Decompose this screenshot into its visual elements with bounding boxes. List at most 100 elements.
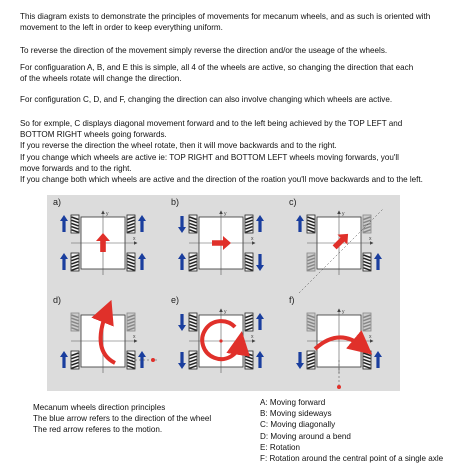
wheel-roller (363, 267, 371, 272)
wheel-roller (307, 260, 315, 265)
blue-arrow-up-icon (374, 253, 382, 270)
wheel-roller (71, 355, 79, 360)
wheel-roller (245, 267, 253, 272)
wheel-roller (363, 317, 371, 322)
config-abe-line: For configuaration A, B, and E this is s… (20, 63, 414, 72)
legend-item: C: Moving diagonally (260, 420, 336, 430)
wheel-body (70, 312, 80, 332)
wheel-roller (245, 225, 253, 230)
config-cdf-line: For configuration C, D, and F, changing … (20, 95, 393, 104)
intro-line: movement to the left in order to keep ev… (20, 23, 223, 33)
wheel-roller (71, 263, 79, 268)
wheel-roller (127, 222, 135, 227)
wheel-roller (307, 317, 315, 322)
wheel-roller (245, 254, 253, 259)
wheel-roller (363, 355, 371, 360)
wheel-roller (245, 358, 253, 363)
wheel-roller (127, 361, 135, 366)
wheel-roller (71, 361, 79, 366)
wheel-roller (189, 317, 197, 322)
example-line: If you change which wheels are active ie… (20, 152, 399, 162)
wheel-roller (189, 361, 197, 366)
wheel-roller (245, 317, 253, 322)
wheel-roller (307, 327, 315, 332)
blue-arrow-up-icon (138, 351, 146, 368)
wheel-roller (189, 219, 197, 224)
mecanum-wheel (362, 350, 372, 370)
wheel-roller (245, 260, 253, 265)
wheel-roller (71, 222, 79, 227)
wheel-roller (245, 219, 253, 224)
mecanum-wheel (188, 214, 198, 234)
wheel-roller (189, 225, 197, 230)
wheel-roller (245, 216, 253, 221)
wheel-roller (71, 225, 79, 230)
y-axis-label: y (342, 211, 345, 217)
mecanum-wheel (362, 312, 372, 332)
wheel-roller (363, 229, 371, 234)
wheel-roller (307, 365, 315, 370)
panel-c: c)xy (289, 197, 384, 294)
mecanum-diagram: a)xyb)xyc)xyd)xye)xyf)xy (47, 195, 400, 391)
wheel-roller (71, 216, 79, 221)
wheel-roller (127, 355, 135, 360)
mecanum-wheel (126, 312, 136, 332)
config-abe-line: of the wheels rotate will change the dir… (20, 74, 182, 84)
red-motion-arrow (96, 233, 110, 252)
wheel-roller (363, 365, 371, 370)
wheel-roller (71, 365, 79, 370)
y-axis-label: y (342, 309, 345, 315)
mecanum-wheel (244, 252, 254, 272)
example-line: BOTTOM RIGHT wheels going forwards. (20, 130, 167, 140)
wheel-roller (71, 352, 79, 357)
red-arrow-shape (96, 233, 110, 252)
config-cdf-paragraph: For configuration C, D, and F, changing … (20, 94, 464, 105)
wheel-roller (189, 257, 197, 262)
reverse-paragraph: To reverse the direction of the movement… (20, 45, 464, 56)
panel-label: c) (289, 197, 297, 207)
wheel-roller (245, 222, 253, 227)
wheel-roller (307, 320, 315, 325)
wheel-roller (127, 229, 135, 234)
panel-label: f) (289, 295, 295, 305)
wheel-roller (189, 365, 197, 370)
wheel-roller (71, 257, 79, 262)
red-arrow-shape (212, 236, 231, 250)
mecanum-wheel (306, 214, 316, 234)
panel-label: d) (53, 295, 61, 305)
config-abe-paragraph: For configuaration A, B, and E this is s… (20, 62, 464, 84)
wheel-roller (71, 320, 79, 325)
blue-arrow-up-icon (178, 253, 186, 270)
legend-item: F: Rotation around the central point of … (260, 454, 444, 464)
panel-label: a) (53, 197, 61, 207)
legend-item: B: Moving sideways (260, 409, 332, 419)
mecanum-wheel (126, 252, 136, 272)
wheel-roller (189, 355, 197, 360)
wheel-roller (71, 254, 79, 259)
wheel-body (362, 214, 372, 234)
mecanum-wheel (244, 312, 254, 332)
mecanum-wheel (362, 252, 372, 272)
wheel-roller (127, 317, 135, 322)
wheel-roller (245, 229, 253, 234)
blue-arrow-up-icon (256, 351, 264, 368)
blue-arrow-down-icon (178, 216, 186, 233)
mecanum-wheel (306, 252, 316, 272)
wheel-roller (127, 320, 135, 325)
wheel-roller (363, 260, 371, 265)
mecanum-wheel (362, 214, 372, 234)
caption-line: Mecanum wheels direction principles (33, 403, 166, 412)
example-line: If you change both which wheels are acti… (20, 175, 423, 185)
wheel-roller (363, 314, 371, 319)
example-line: If you reverse the direction the wheel r… (20, 141, 337, 151)
panel-label: b) (171, 197, 179, 207)
wheel-roller (127, 323, 135, 328)
wheel-roller (189, 263, 197, 268)
wheel-roller (127, 260, 135, 265)
example-line: move forwards and to the right. (20, 163, 132, 173)
wheel-roller (189, 216, 197, 221)
blue-arrow-down-icon (178, 314, 186, 331)
wheel-roller (363, 327, 371, 332)
mecanum-wheel (70, 214, 80, 234)
wheel-body (306, 252, 316, 272)
